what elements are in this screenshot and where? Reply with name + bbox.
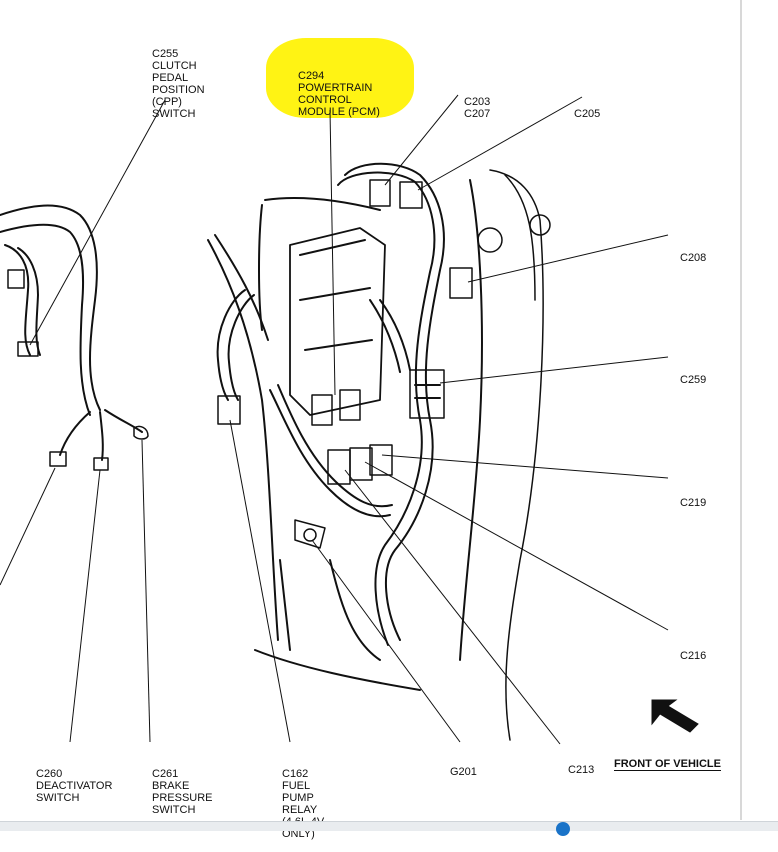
c205-connector xyxy=(399,181,423,209)
pcm-highlight xyxy=(266,38,414,118)
label-c216: C216 xyxy=(680,650,707,662)
c162-connector xyxy=(217,395,241,425)
c259-connector xyxy=(409,369,445,419)
c219-connector xyxy=(369,444,393,476)
label-front-of-vehicle: FRONT OF VEHICLE xyxy=(614,758,721,771)
label-c213: C213 xyxy=(568,764,595,776)
c261-connector xyxy=(93,457,109,471)
c203-connector xyxy=(369,179,391,207)
pcm-module xyxy=(289,227,386,416)
label-c219: C219 xyxy=(680,497,707,509)
c260-connector xyxy=(49,451,67,467)
scroll-indicator[interactable] xyxy=(556,822,570,836)
left-harness xyxy=(0,204,101,411)
c255-connector xyxy=(17,341,39,357)
c213-connector xyxy=(327,449,351,485)
main-harness xyxy=(344,162,445,641)
wiring-diagram xyxy=(0,94,699,745)
label-g201: G201 xyxy=(450,766,477,778)
body-outline xyxy=(207,239,279,641)
relay-branch xyxy=(216,289,246,401)
page-frame xyxy=(740,0,742,820)
front-arrow-icon xyxy=(651,699,699,733)
label-c205: C205 xyxy=(574,108,601,120)
label-c208: C208 xyxy=(680,252,707,264)
c208-grommet xyxy=(477,227,503,253)
bottom-bar xyxy=(0,821,778,831)
left-plug xyxy=(7,269,25,289)
label-c259: C259 xyxy=(680,374,707,386)
g201-ground xyxy=(303,528,317,542)
